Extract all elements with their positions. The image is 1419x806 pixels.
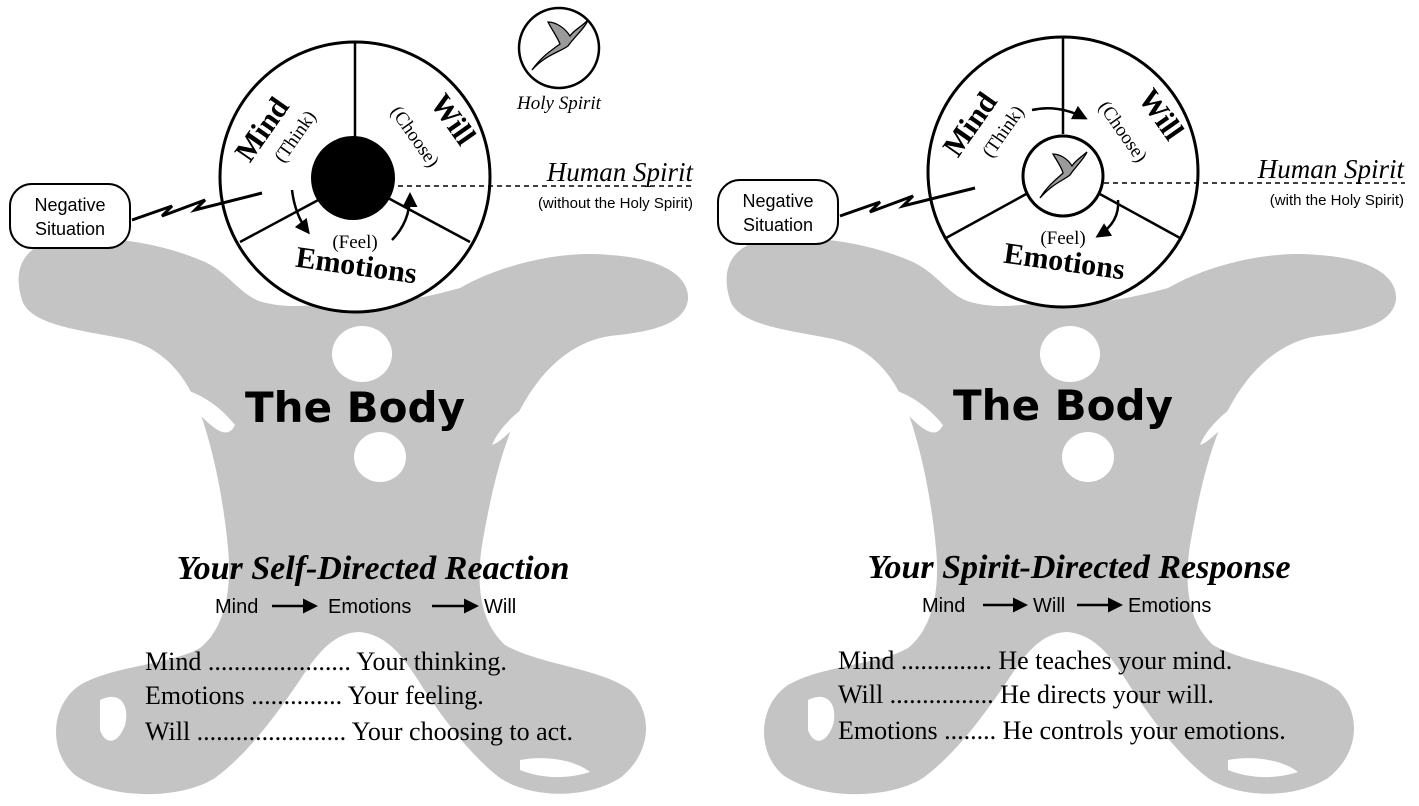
negative-situation-line2: Situation	[743, 215, 813, 235]
holy-spirit-label: Holy Spirit	[516, 93, 602, 114]
right-body-silhouette	[727, 238, 1397, 794]
human-spirit-sublabel: (without the Holy Spirit)	[538, 195, 693, 212]
definition-row: Will ....................... Your choosi…	[145, 717, 573, 746]
body-label: The Body	[953, 381, 1173, 430]
definition-row: Emotions .............. Your feeling.	[145, 681, 484, 710]
caption: Your Spirit-Directed Response	[867, 549, 1290, 586]
flow-step-1: Mind	[215, 596, 258, 618]
human-spirit-label: Human Spirit	[546, 157, 695, 187]
empty-spirit-core	[311, 136, 395, 220]
flow-step-2: Will	[1033, 595, 1065, 617]
definition-row: Emotions ........ He controls your emoti…	[838, 716, 1286, 745]
human-spirit-label: Human Spirit	[1257, 154, 1406, 184]
flow-step-3: Emotions	[1128, 595, 1211, 617]
left-body-silhouette	[19, 238, 689, 794]
definition-row: Mind .............. He teaches your mind…	[838, 646, 1232, 675]
right-soul-wheel: Mind (Think) Will (Choose) (Feel) Emotio…	[928, 37, 1198, 307]
flow-step-1: Mind	[922, 595, 965, 617]
definition-row: Mind ...................... Your thinkin…	[145, 647, 507, 676]
caption: Your Self-Directed Reaction	[177, 550, 570, 587]
human-spirit-sublabel: (with the Holy Spirit)	[1270, 192, 1404, 209]
right-panel: Mind (Think) Will (Choose) (Feel) Emotio…	[718, 37, 1405, 794]
definition-row: Will ................ He directs your wi…	[838, 680, 1214, 709]
negative-situation-line1: Negative	[742, 191, 813, 211]
left-panel: Mind (Think) Will (Choose) (Feel) Emotio…	[10, 8, 695, 794]
negative-situation-line1: Negative	[34, 195, 105, 215]
holy-spirit-badge	[519, 8, 599, 88]
body-label: The Body	[245, 383, 465, 432]
flow-step-2: Emotions	[328, 596, 411, 618]
flow-step-3: Will	[484, 596, 516, 618]
negative-situation-line2: Situation	[35, 219, 105, 239]
left-soul-wheel: Mind (Think) Will (Choose) (Feel) Emotio…	[220, 42, 490, 312]
